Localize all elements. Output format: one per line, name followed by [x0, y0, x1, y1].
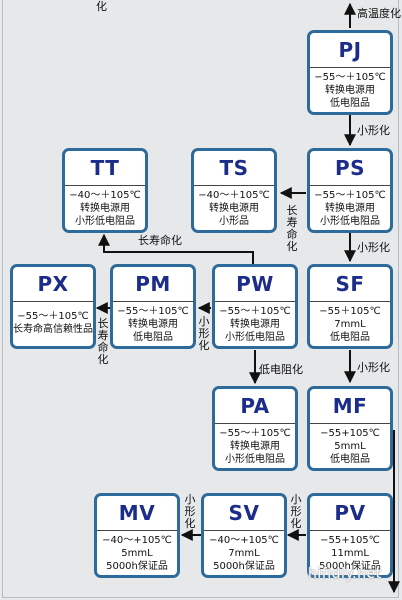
label-pw-pm: 小形化 — [198, 315, 210, 352]
series-box-mv: MV −40～+105℃ 5mmL 5000h保证品 — [94, 493, 180, 578]
series-box-pw: PW −55～＋105℃ 转换电源用 小形低电阻品 — [212, 264, 298, 349]
label-sf-mf: 小形化 — [357, 361, 390, 374]
series-box-pj: PJ −55～＋105℃ 转换电源用 低电阻品 — [307, 30, 393, 115]
series-spec: −55+105℃ 11mmL 5000h保证品 — [319, 535, 381, 572]
series-spec: −40～+105℃ 7mmL 5000h保证品 — [209, 535, 279, 572]
series-spec: −55＋105℃ 7mmL 低电阻品 — [319, 306, 381, 343]
series-code: TT — [65, 151, 145, 186]
series-spec: −40～＋105℃ 转换电源用 小形低电阻品 — [69, 190, 141, 227]
series-box-ps: PS −55～＋105℃ 转换电源用 小形低电阻品 — [307, 148, 393, 233]
series-code: PV — [310, 496, 390, 531]
series-code: SV — [204, 496, 284, 531]
series-box-pm: PM −55～＋105℃ 转换电源用 低电阻品 — [110, 264, 196, 349]
label-ps-ts: 长寿命化 — [286, 204, 298, 253]
series-box-pv: PV −55+105℃ 11mmL 5000h保证品 — [307, 493, 393, 578]
series-box-ts: TS −40～＋105℃ 转换电源用 小形品 — [191, 148, 277, 233]
label-pj-ps: 小形化 — [357, 124, 390, 137]
series-spec: −55～＋105℃ 长寿命高信赖性品 — [13, 311, 93, 335]
series-box-mf: MF −55+105℃ 5mmL 低电阻品 — [307, 386, 393, 471]
series-box-sv: SV −40～+105℃ 7mmL 5000h保证品 — [201, 493, 287, 578]
series-spec: −55～＋105℃ 转换电源用 小形低电阻品 — [219, 428, 291, 465]
series-spec: −55～＋105℃ 转换电源用 小形低电阻品 — [314, 190, 386, 227]
series-code: MF — [310, 389, 390, 424]
label-ps-sf: 小形化 — [357, 241, 390, 254]
series-code: PS — [310, 151, 390, 186]
series-box-tt: TT −40～＋105℃ 转换电源用 小形低电阻品 — [62, 148, 148, 233]
series-spec: −55+105℃ 5mmL 低电阻品 — [320, 428, 380, 465]
series-box-pa: PA −55～＋105℃ 转换电源用 小形低电阻品 — [212, 386, 298, 471]
series-code: PA — [215, 389, 295, 424]
label-sv-mv: 小形化 — [184, 493, 196, 530]
series-code: PW — [215, 267, 295, 302]
series-spec: −40～+105℃ 5mmL 5000h保证品 — [102, 535, 172, 572]
series-code: PJ — [310, 33, 390, 68]
series-code: TS — [194, 151, 274, 186]
series-spec: −55～＋105℃ 转换电源用 低电阻品 — [117, 306, 189, 343]
series-box-sf: SF −55＋105℃ 7mmL 低电阻品 — [307, 264, 393, 349]
label-pv-sv: 小形化 — [290, 493, 302, 530]
label-pm-px: 长寿命化 — [97, 317, 109, 366]
series-spec: −40～＋105℃ 转换电源用 小形品 — [198, 190, 270, 227]
watermark: hifidiy.net — [308, 566, 382, 582]
series-spec: −55～＋105℃ 转换电源用 低电阻品 — [314, 72, 386, 109]
label-pw-tt: 长寿命化 — [138, 234, 182, 247]
series-code: PM — [113, 267, 193, 302]
series-code: MV — [97, 496, 177, 531]
label-high-temp: 高温度化 — [357, 7, 401, 20]
series-code: SF — [310, 267, 390, 302]
arrow-pw-tt — [98, 233, 254, 264]
series-code: PX — [13, 267, 93, 302]
series-spec: −55～＋105℃ 转换电源用 小形低电阻品 — [219, 306, 291, 343]
label-pw-pa: 低电阻化 — [259, 363, 303, 376]
series-box-px: PX −55～＋105℃ 长寿命高信赖性品 — [10, 264, 96, 349]
label-top-cut: 化 — [96, 0, 107, 13]
